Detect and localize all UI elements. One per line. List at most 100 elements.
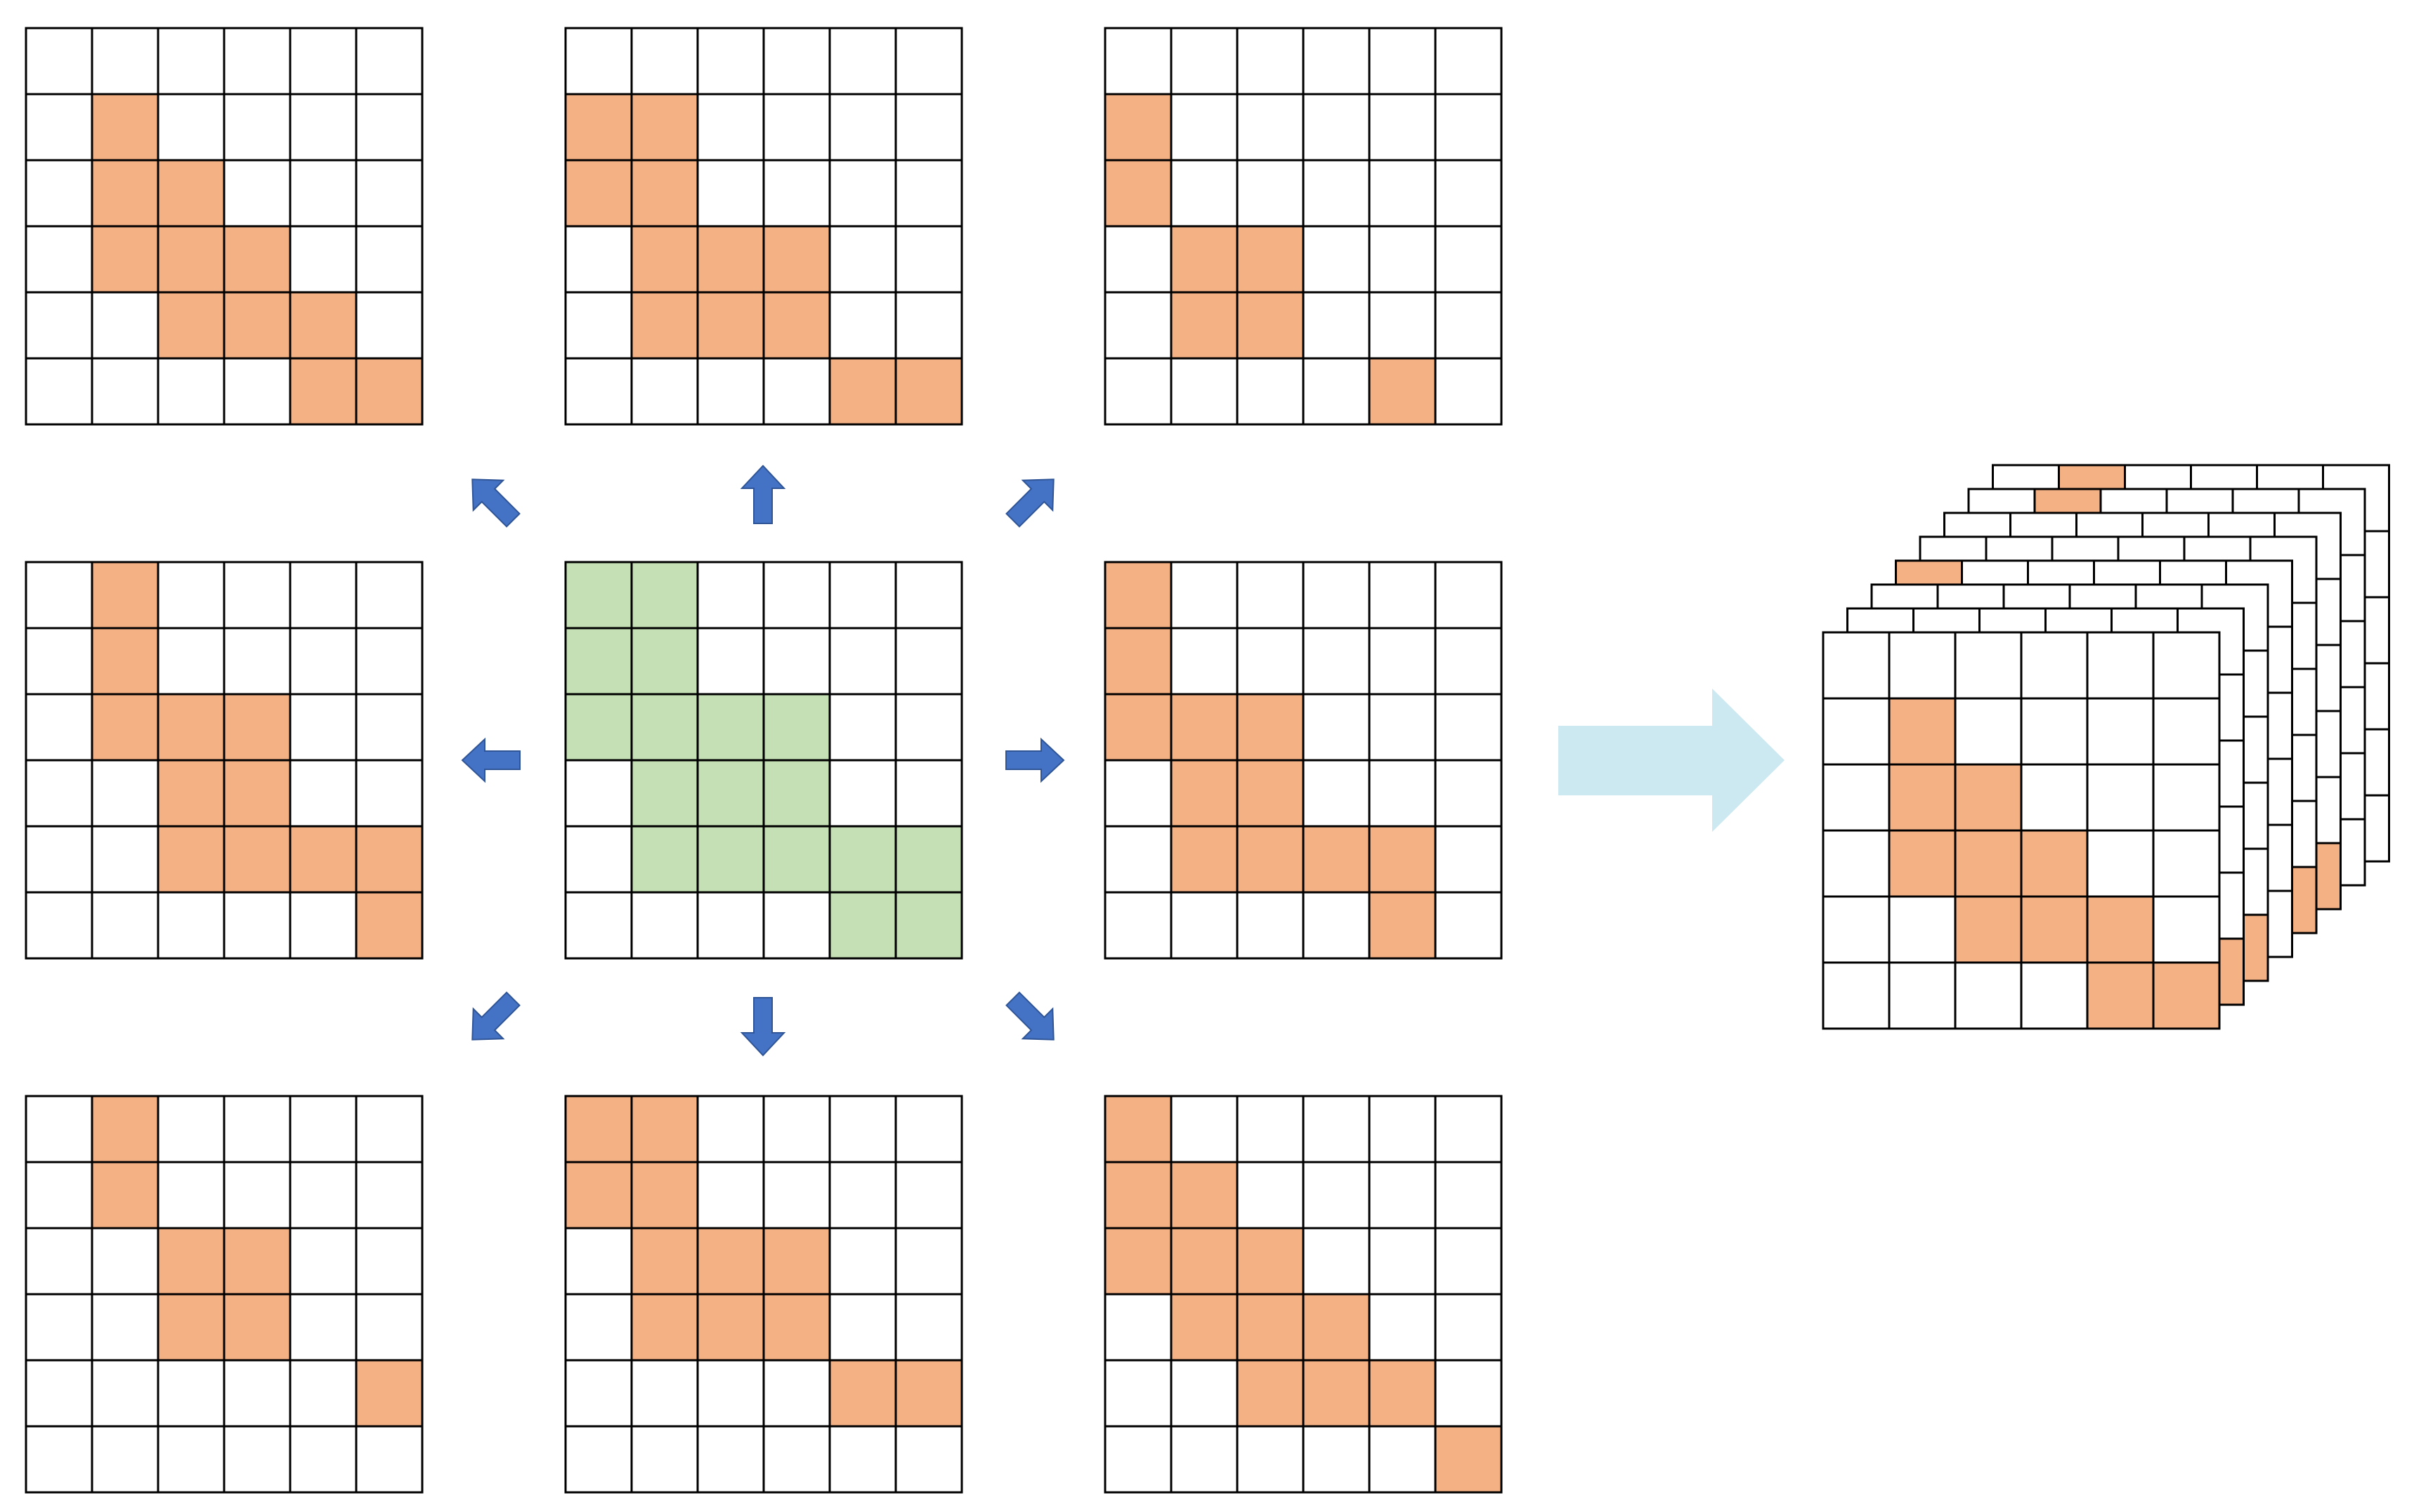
filled-cell	[1368, 1359, 1437, 1428]
grid-cell	[1302, 27, 1371, 96]
shift-grid-up-right	[1104, 27, 1503, 426]
grid-cell	[828, 159, 897, 228]
grid-cell	[828, 627, 897, 696]
filled-cell	[894, 357, 963, 426]
filled-cell	[630, 93, 699, 162]
grid-cell	[289, 693, 358, 762]
filled-cell	[1236, 225, 1305, 294]
grid-cell	[1236, 1161, 1305, 1230]
arrow-up-left	[471, 478, 521, 528]
grid-cell	[630, 1359, 699, 1428]
grid-cell	[1236, 27, 1305, 96]
filled-cell	[1170, 1227, 1239, 1296]
grid-cell	[1170, 93, 1239, 162]
grid-cell	[1822, 895, 1891, 964]
grid-cell	[894, 225, 963, 294]
grid-cell	[25, 93, 93, 162]
grid-cell	[289, 1161, 358, 1230]
grid-cell	[157, 1359, 226, 1428]
grid-cell	[1434, 291, 1503, 360]
grid-cell	[894, 1161, 963, 1230]
grid-cell	[355, 1293, 424, 1362]
grid-cell	[157, 27, 226, 96]
grid-cell	[1368, 93, 1437, 162]
shift-grid-down-right	[1104, 1095, 1503, 1494]
grid-cell	[25, 759, 93, 828]
grid-cell	[157, 1095, 226, 1164]
filled-cell	[762, 1227, 831, 1296]
grid-cell	[1434, 357, 1503, 426]
grid-cell	[223, 891, 292, 960]
grid-cell	[564, 225, 633, 294]
filled-cell	[223, 1293, 292, 1362]
grid-cell	[1236, 561, 1305, 630]
filled-cell	[696, 759, 765, 828]
filled-cell	[630, 759, 699, 828]
grid-cell	[91, 759, 159, 828]
grid-cell	[1368, 291, 1437, 360]
filled-cell	[1104, 561, 1173, 630]
grid-cell	[1104, 1425, 1173, 1494]
grid-cell	[564, 27, 633, 96]
grid-cell	[157, 93, 226, 162]
filled-cell	[696, 693, 765, 762]
grid-cell	[564, 759, 633, 828]
grid-cell	[1822, 829, 1891, 898]
filled-cell	[1954, 829, 2023, 898]
grid-cell	[25, 1161, 93, 1230]
grid-cell	[1104, 27, 1173, 96]
grid-cell	[1434, 225, 1503, 294]
filled-cell	[1368, 825, 1437, 894]
grid-cell	[762, 561, 831, 630]
grid-cell	[223, 93, 292, 162]
grid-cell	[157, 561, 226, 630]
grid-cell	[289, 27, 358, 96]
grid-cell	[1302, 627, 1371, 696]
filled-cell	[828, 357, 897, 426]
grid-cell	[1302, 693, 1371, 762]
arrow-down-right	[1005, 991, 1055, 1041]
grid-cell	[1104, 1293, 1173, 1362]
grid-cell	[1368, 627, 1437, 696]
result-arrow	[1558, 689, 1785, 832]
filled-cell	[564, 627, 633, 696]
filled-cell	[223, 1227, 292, 1296]
arrow-shape	[1005, 478, 1055, 528]
filled-cell	[696, 825, 765, 894]
filled-cell	[2152, 961, 2221, 1030]
grid-cell	[91, 291, 159, 360]
filled-cell	[1236, 825, 1305, 894]
grid-cell	[289, 1293, 358, 1362]
grid-cell	[1104, 225, 1173, 294]
grid-cell	[828, 1293, 897, 1362]
filled-cell	[1302, 1293, 1371, 1362]
grid-cell	[1434, 1161, 1503, 1230]
grid-cell	[25, 225, 93, 294]
grid-cell	[289, 759, 358, 828]
grid-cell	[2152, 895, 2221, 964]
grid-cell	[2152, 829, 2221, 898]
arrow-down	[740, 997, 786, 1057]
filled-cell	[564, 159, 633, 228]
grid-cell	[630, 891, 699, 960]
grid-cell	[25, 693, 93, 762]
grid-cell	[91, 27, 159, 96]
grid-cell	[1302, 225, 1371, 294]
grid-cell	[25, 159, 93, 228]
filled-cell	[157, 225, 226, 294]
filled-cell	[894, 1359, 963, 1428]
filled-cell	[564, 1161, 633, 1230]
filled-cell	[630, 1293, 699, 1362]
filled-cell	[828, 1359, 897, 1428]
grid-cell	[91, 1227, 159, 1296]
filled-cell	[157, 1227, 226, 1296]
filled-cell	[91, 627, 159, 696]
filled-cell	[1104, 1161, 1173, 1230]
filled-cell	[1954, 895, 2023, 964]
grid-cell	[1954, 961, 2023, 1030]
grid-cell	[1104, 891, 1173, 960]
grid-cell	[1236, 357, 1305, 426]
filled-cell	[630, 1227, 699, 1296]
filled-cell	[1170, 1161, 1239, 1230]
